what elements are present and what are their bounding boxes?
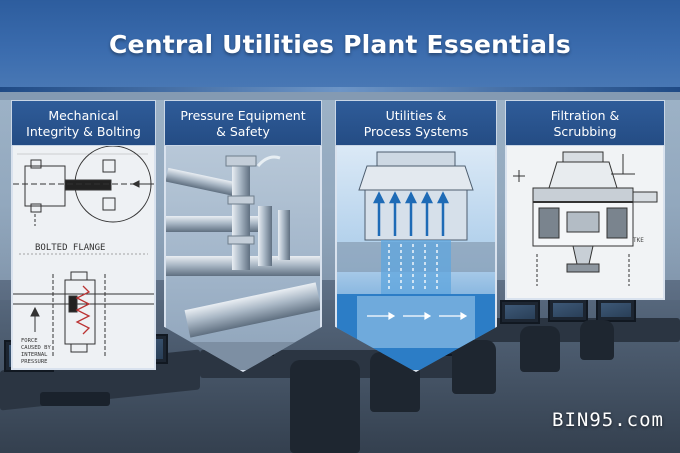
card-filtration-scrubbing: Filtration & Scrubbing — [505, 100, 665, 300]
monitor — [596, 298, 636, 322]
card-title-line: Integrity & Bolting — [26, 124, 141, 139]
bolted-flange-drawing: BOLTED FLANGE FORCE CAUSED BY INTERNAL P… — [11, 146, 156, 370]
office-chair — [580, 320, 614, 360]
force-label: PRESSURE — [21, 359, 48, 365]
card-pressure-equipment: Pressure Equipment & Safety — [164, 100, 322, 372]
keyboard — [40, 392, 110, 406]
card-header: Utilities & Process Systems — [335, 100, 497, 146]
title-banner: Central Utilities Plant Essentials — [0, 0, 680, 92]
card-mechanical-integrity: Mechanical Integrity & Bolting BOLTED FL… — [11, 100, 156, 370]
scrubber-diagram: TKE — [513, 151, 658, 286]
office-chair — [290, 360, 360, 453]
monitor — [548, 298, 588, 322]
force-label: CAUSED BY — [21, 345, 51, 351]
pipes-and-valve-graphic — [166, 155, 320, 370]
card-header: Filtration & Scrubbing — [505, 100, 665, 146]
pipework-illustration — [164, 146, 322, 372]
monitor — [500, 300, 540, 324]
card-title-line: Scrubbing — [553, 124, 617, 139]
card-title-line: & Safety — [216, 124, 270, 139]
card-utilities-process: Utilities & Process Systems — [335, 100, 497, 372]
flange-diagram: BOLTED FLANGE FORCE CAUSED BY INTERNAL P… — [13, 146, 154, 365]
page-title: Central Utilities Plant Essentials — [109, 30, 571, 59]
card-title-line: Utilities & — [385, 108, 447, 123]
card-header: Pressure Equipment & Safety — [164, 100, 322, 146]
office-chair — [452, 340, 496, 394]
flange-label: BOLTED FLANGE — [35, 243, 105, 253]
card-title-line: Mechanical — [48, 108, 119, 123]
card-title-line: Process Systems — [363, 124, 469, 139]
watermark: BIN95.com — [552, 409, 664, 431]
force-label: INTERNAL — [21, 352, 48, 358]
scrubber-sketch: TKE — [505, 146, 665, 300]
force-label: FORCE — [21, 338, 38, 344]
office-chair — [520, 326, 560, 372]
cooling-tower-illustration — [335, 146, 497, 372]
card-title-line: Pressure Equipment — [180, 108, 306, 123]
cooling-tower-graphic — [337, 151, 495, 370]
card-title-line: Filtration & — [550, 108, 620, 123]
card-header: Mechanical Integrity & Bolting — [11, 100, 156, 146]
sketch-note: TKE — [633, 237, 644, 244]
